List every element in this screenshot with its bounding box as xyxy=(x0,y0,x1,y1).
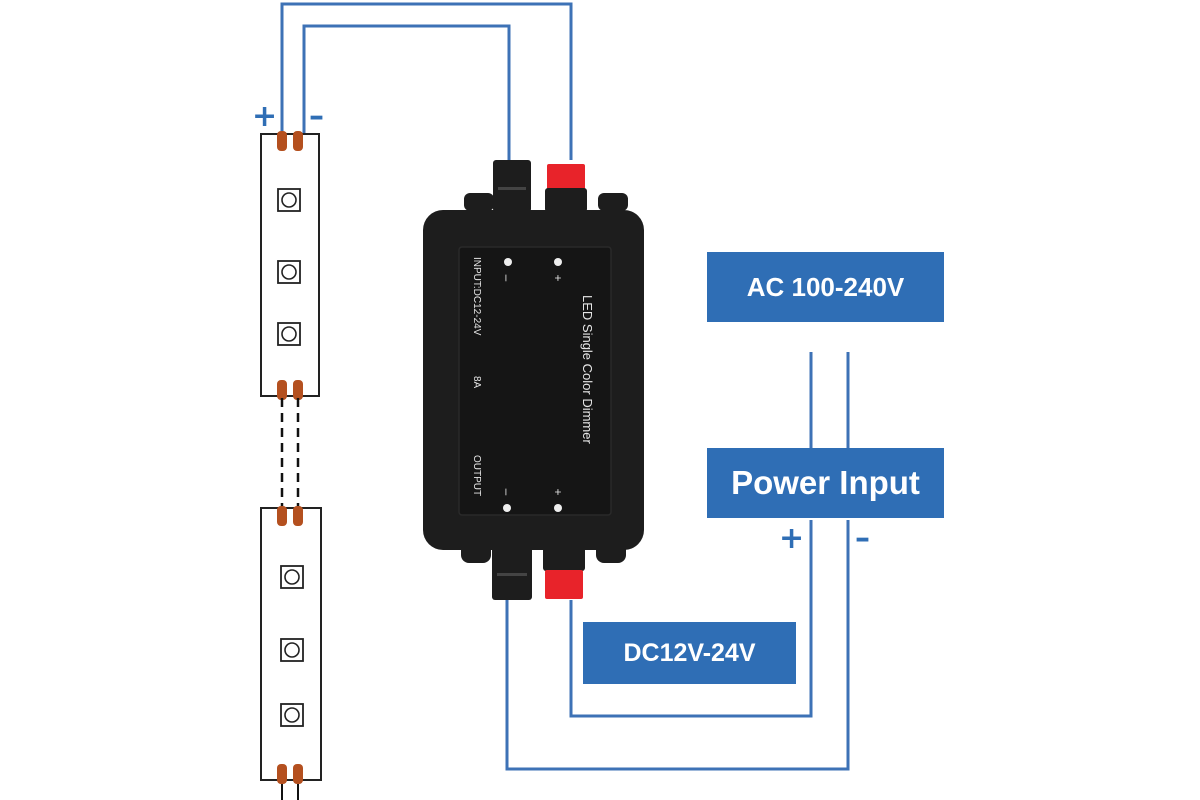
solder-pad xyxy=(277,764,287,784)
panel-output-negative-sign: – xyxy=(500,489,514,496)
led-chip xyxy=(277,188,301,212)
led-chip xyxy=(277,322,301,346)
strip-positive-sign: + xyxy=(252,99,278,134)
led-strip-bottom xyxy=(260,506,322,800)
power-negative-sign: – xyxy=(855,521,870,556)
solder-pad xyxy=(277,506,287,526)
led-chip xyxy=(280,638,304,662)
wire-strip-positive-to-input xyxy=(280,2,573,160)
solder-pad xyxy=(277,131,287,151)
input-positive-dot xyxy=(554,258,562,266)
output-positive-dot xyxy=(554,504,562,512)
solder-pad xyxy=(277,380,287,400)
controller-panel xyxy=(458,246,612,516)
output-negative-dot xyxy=(503,504,511,512)
output-terminal-positive xyxy=(545,570,583,599)
led-strip-top xyxy=(260,131,320,400)
solder-pad xyxy=(293,506,303,526)
led-chip xyxy=(280,565,304,589)
input-negative-dot xyxy=(504,258,512,266)
input-terminal-block xyxy=(464,160,628,212)
panel-current-rating: 8A xyxy=(471,376,482,389)
strip-dashed-connection xyxy=(280,398,300,508)
strip-negative-sign: – xyxy=(309,99,324,134)
panel-input-negative-sign: – xyxy=(500,275,514,282)
panel-input-spec: INPUT:DC12-24V xyxy=(471,257,482,336)
output-terminal-negative xyxy=(492,545,532,600)
dimmer-controller: – + INPUT:DC12-24V 8A OUTPUT – + LED Sin… xyxy=(423,160,644,600)
wiring xyxy=(280,2,850,771)
ac-input-label: AC 100-240V xyxy=(707,252,944,322)
solder-pad xyxy=(293,764,303,784)
input-terminal-positive xyxy=(547,164,585,190)
panel-product-title: LED Single Color Dimmer xyxy=(580,295,595,444)
input-terminal-negative xyxy=(493,160,531,212)
solder-pad xyxy=(293,380,303,400)
led-chip xyxy=(280,703,304,727)
power-input-label: Power Input xyxy=(707,448,944,518)
led-strip-body xyxy=(260,133,320,397)
solder-pad xyxy=(293,131,303,151)
panel-output-label: OUTPUT xyxy=(471,455,482,496)
dc-range-label: DC12V-24V xyxy=(583,622,796,684)
panel-output-positive-sign: + xyxy=(551,488,565,495)
panel-input-positive-sign: + xyxy=(551,274,565,281)
wire-output-positive-to-power xyxy=(569,520,813,718)
power-positive-sign: + xyxy=(779,521,805,556)
led-chip xyxy=(277,260,301,284)
wire-strip-negative-to-input xyxy=(302,24,511,160)
wire-output-negative-to-power xyxy=(505,520,850,771)
